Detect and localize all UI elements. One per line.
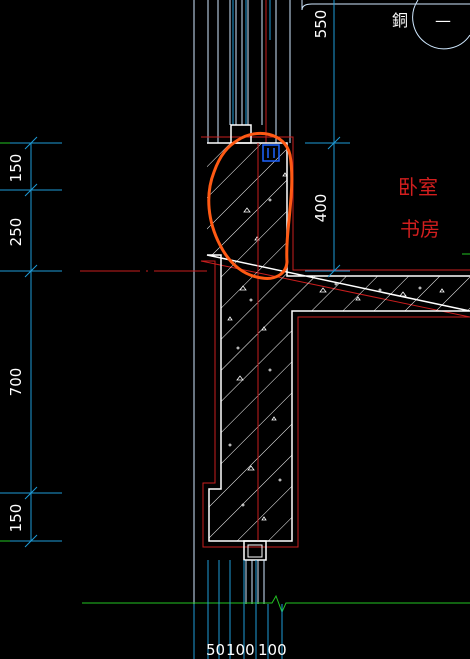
top-right-label: 銅 xyxy=(392,11,408,30)
dim-label-150-bottom: 150 xyxy=(7,504,25,533)
concrete-aggregate xyxy=(227,172,445,521)
top-right-corner xyxy=(301,3,470,11)
room-label-bedroom: 卧室 xyxy=(398,175,438,199)
room-label-study: 书房 xyxy=(400,217,440,241)
dim-label-400: 400 xyxy=(312,194,330,223)
blue-frame-lines xyxy=(232,0,271,125)
left-dimension-chain xyxy=(0,136,62,548)
top-right-arc xyxy=(412,0,470,50)
top-right-dash: — xyxy=(435,11,451,30)
bottom-dim-50: 50 xyxy=(206,641,225,659)
ground-line xyxy=(82,594,470,614)
dim-label-250: 250 xyxy=(7,218,25,247)
bottom-dim-100-second: 100 xyxy=(258,641,287,659)
dim-label-550: 550 xyxy=(312,10,330,39)
dim-label-700: 700 xyxy=(7,368,25,397)
left-dim-extension-green xyxy=(0,142,10,542)
right-dimension-chain xyxy=(305,0,350,278)
window-sill-bottom xyxy=(243,540,267,604)
dim-label-150-top: 150 xyxy=(7,154,25,183)
concrete-wall xyxy=(206,142,470,542)
orange-highlight-mark xyxy=(207,131,294,280)
window-frame-lines xyxy=(193,0,291,659)
bottom-dim-100-first: 100 xyxy=(226,641,255,659)
bottom-dimension-chain xyxy=(193,560,283,659)
